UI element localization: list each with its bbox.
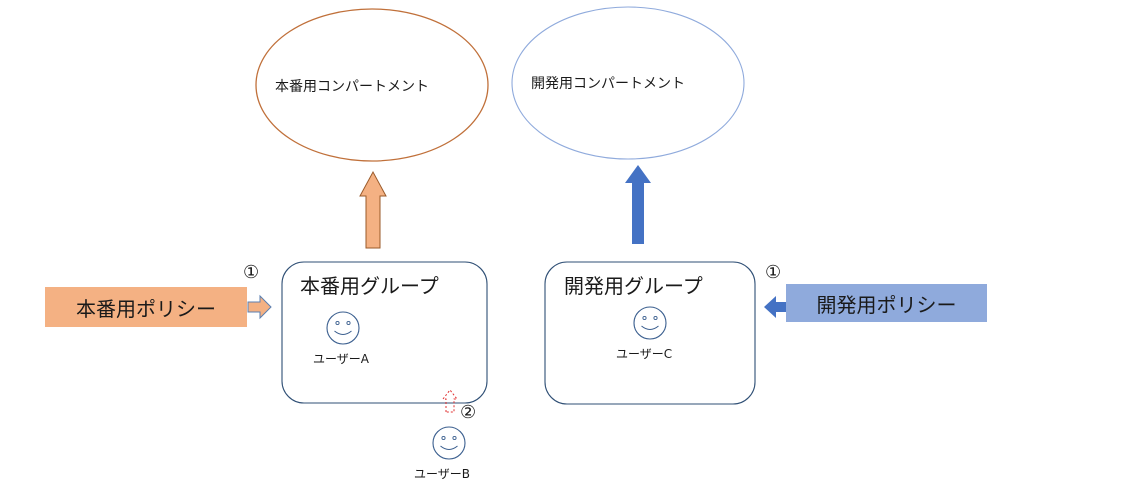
production-policy-box	[45, 287, 247, 327]
user-b-step-number: ②	[460, 402, 477, 423]
production-group-title: 本番用グループ	[300, 274, 439, 298]
development-policy-step-number: ①	[765, 262, 782, 283]
user-b-label: ユーザーB	[414, 467, 470, 481]
user-a-smiley-icon	[326, 311, 360, 345]
development-compartment-label: 開発用コンパートメント	[531, 76, 685, 92]
production-group-box	[281, 261, 488, 404]
user-c-smiley-icon	[633, 306, 667, 340]
production-compartment-oval	[255, 8, 489, 162]
production-group-to-compartment-arrow	[359, 170, 387, 249]
production-compartment-label: 本番用コンパートメント	[275, 79, 429, 95]
user-c-label: ユーザーC	[616, 347, 673, 361]
development-policy-to-group-arrow	[764, 296, 786, 318]
development-group-title: 開発用グループ	[564, 274, 703, 298]
production-policy-step-number: ①	[243, 262, 260, 283]
user-a-label: ユーザーA	[313, 352, 369, 366]
production-policy-label: 本番用ポリシー	[76, 296, 216, 321]
development-compartment-oval	[511, 6, 745, 160]
user-b-smiley-icon	[432, 426, 466, 460]
development-policy-label: 開発用ポリシー	[816, 292, 957, 317]
development-policy-box	[786, 284, 987, 322]
production-policy-to-group-arrow	[247, 294, 272, 320]
user-b-join-arrow-marker	[441, 389, 459, 413]
development-group-to-compartment-arrow	[625, 165, 651, 244]
